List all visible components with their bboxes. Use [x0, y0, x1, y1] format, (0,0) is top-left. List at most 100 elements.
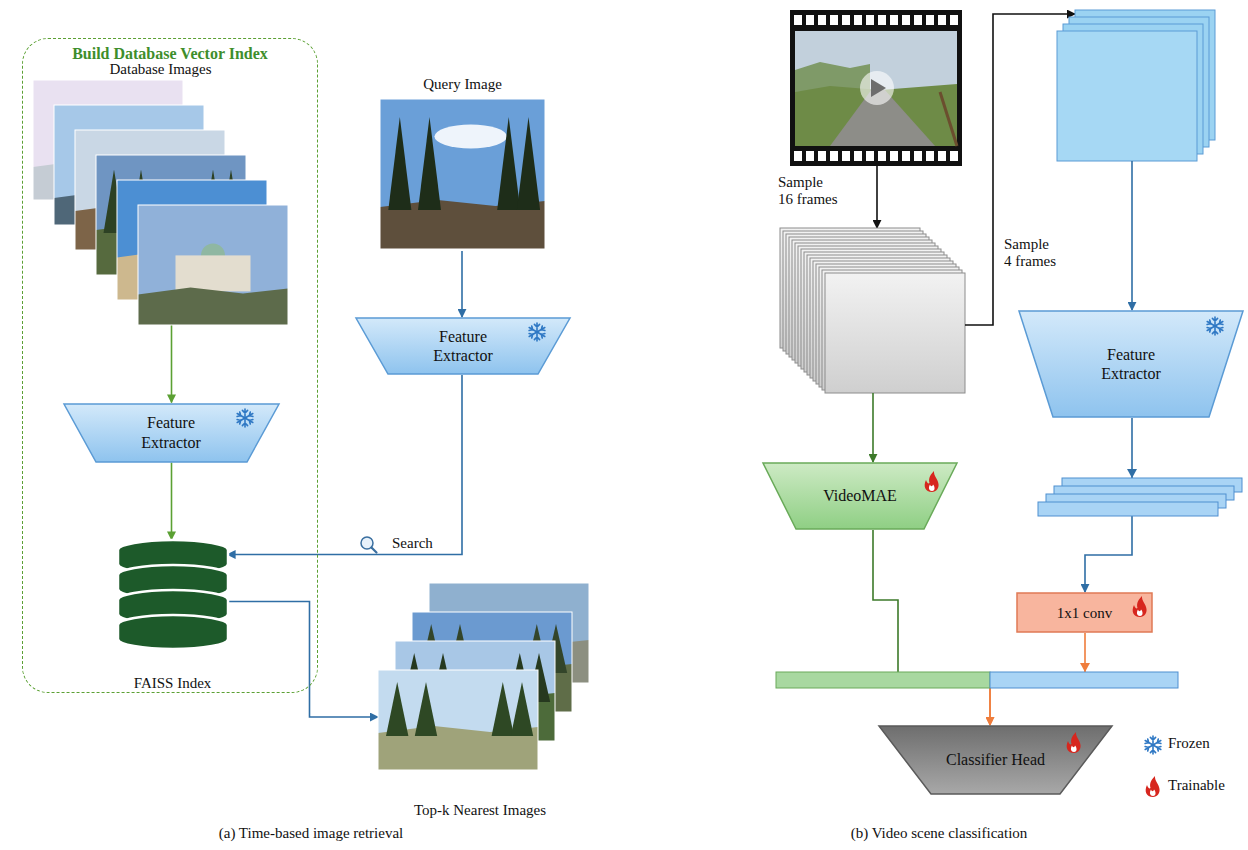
trainable-icon	[925, 471, 939, 492]
connector-line	[171, 325, 173, 403]
node-shape	[1018, 310, 1244, 418]
arrow-head	[1080, 663, 1090, 672]
trapezoid-shape	[763, 463, 957, 529]
trapezoid-shape	[1019, 311, 1243, 417]
connector-arrow	[228, 375, 463, 555]
trainable-icon	[1146, 776, 1160, 797]
classifier-trapezoid: Classifier Head	[878, 725, 1113, 795]
film-holes	[794, 15, 958, 25]
frozen-icon	[1144, 736, 1162, 754]
photo-ground	[138, 287, 288, 325]
legend-label: Frozen	[1168, 735, 1210, 752]
video-frame	[825, 273, 965, 393]
film-holes	[794, 151, 958, 161]
photo-tree	[388, 117, 411, 210]
flame-core	[929, 485, 935, 492]
photo	[380, 99, 545, 249]
snowflake-arm	[1206, 319, 1224, 333]
flame	[925, 471, 939, 492]
database-cylinder: FAISS Index	[100, 540, 246, 692]
flame-core	[1137, 610, 1143, 617]
node-label: Query Image	[423, 75, 502, 93]
photo-tree	[497, 117, 520, 210]
trapezoid-shape	[64, 404, 279, 462]
node-label: 1x1 conv	[1057, 604, 1112, 622]
connector-line	[461, 251, 463, 317]
play-triangle	[871, 79, 886, 97]
encoder-trapezoid: VideoMAE	[762, 462, 958, 530]
database-disk	[118, 615, 228, 649]
frames-arrow	[872, 393, 874, 462]
connector-arrow	[171, 325, 172, 403]
photo-building	[175, 255, 250, 291]
feature-token	[1038, 502, 1218, 516]
node-label: Feature Extractor	[131, 413, 211, 451]
photo-tree	[511, 682, 533, 736]
figure-caption: (a) Time-based image retrieval	[111, 825, 511, 842]
snowflake-arm	[1206, 319, 1224, 333]
video-frame	[1057, 31, 1197, 161]
trainable-icon	[1067, 732, 1081, 753]
photo-tree	[492, 682, 514, 736]
connector-arrow	[873, 530, 990, 725]
node-label: Feature Extractor	[423, 327, 503, 365]
photo-sky	[380, 99, 545, 249]
photo-sky	[378, 670, 538, 770]
flame	[1133, 596, 1147, 617]
magnifier-handle	[372, 548, 377, 553]
image-feature-bar	[990, 672, 1178, 688]
video-feature-bar	[776, 672, 990, 688]
feature-tokens	[1038, 478, 1242, 516]
frozen-icon	[235, 409, 253, 427]
snowflake-arm	[235, 411, 253, 425]
connector-line	[228, 375, 463, 555]
feature-extractor: Feature Extractor	[63, 403, 280, 463]
connector-arrow	[228, 602, 379, 718]
step-note: Sample 16 frames	[778, 174, 840, 209]
flame-core	[1071, 746, 1077, 753]
video-sky	[795, 31, 957, 146]
photo-tree	[517, 117, 540, 210]
connector-line	[228, 602, 379, 718]
flame-core	[1150, 790, 1156, 797]
snowflake-arm	[528, 325, 546, 339]
photo	[138, 205, 288, 325]
node-shape	[355, 317, 571, 375]
group-title: Build Database Vector Index	[72, 44, 268, 63]
connector-line	[873, 530, 990, 680]
photo-sky	[138, 205, 288, 325]
play-button	[860, 71, 894, 105]
snowflake-arm	[1144, 738, 1162, 752]
photo-frame	[138, 205, 288, 325]
connector-arrow	[462, 251, 463, 317]
image-stack: Top-k Nearest Images	[370, 583, 590, 819]
trapezoid-shape	[356, 318, 570, 374]
flame	[1146, 776, 1160, 797]
photo-frame	[380, 99, 545, 249]
query-image: Query Image	[375, 75, 550, 251]
node-label: Classifier Head	[946, 750, 1045, 769]
node-shape	[100, 540, 246, 692]
flame	[1067, 732, 1081, 753]
concat-bar	[776, 672, 1178, 688]
node-label: Feature Extractor	[1091, 345, 1171, 383]
snowflake-arm	[528, 325, 546, 339]
trapezoid-shape	[879, 726, 1112, 794]
node-label: FAISS Index	[134, 674, 212, 692]
arrow-head	[1127, 469, 1137, 478]
photo-tree	[386, 682, 408, 736]
photo-frame	[378, 670, 538, 770]
node-label: VideoMAE	[823, 486, 897, 505]
edge-label: Search	[390, 534, 435, 552]
node-shape	[63, 403, 280, 463]
frozen-icon	[528, 323, 546, 341]
blue-frame-stack	[1057, 10, 1215, 161]
photo-cloud	[434, 125, 507, 149]
box-shape	[1017, 593, 1152, 632]
node-shape	[30, 60, 292, 325]
film-strip	[790, 10, 962, 166]
photo-tree	[418, 117, 441, 210]
node-label: Database Images	[109, 60, 211, 78]
figure-caption: (b) Video scene classification	[739, 825, 1139, 842]
